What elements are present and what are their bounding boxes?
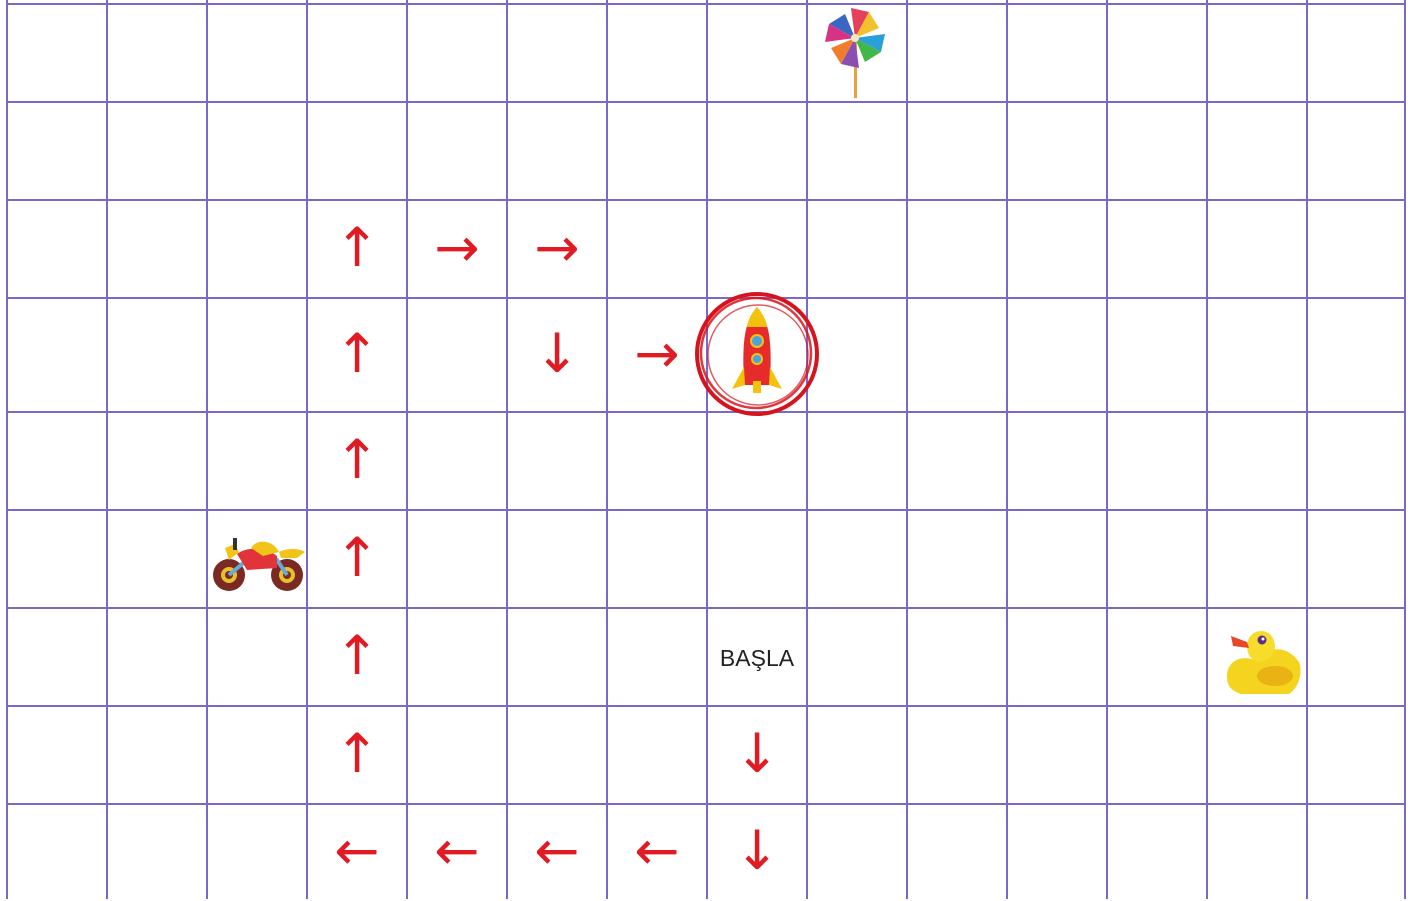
pinwheel-icon [807, 2, 907, 102]
grid-hline [6, 199, 1404, 201]
grid-vline [1306, 0, 1308, 899]
start-label: BAŞLA [707, 608, 807, 708]
arrow-left: ← [307, 801, 407, 901]
grid-vline [906, 0, 908, 899]
arrow-down: ↓ [507, 304, 607, 404]
arrow-up: ↑ [307, 508, 407, 608]
duck-icon [1207, 606, 1307, 706]
grid-vline [606, 0, 608, 899]
grid-vline [506, 0, 508, 899]
arrow-up: ↑ [307, 606, 407, 706]
rocket-icon [692, 289, 822, 419]
grid-vline [1006, 0, 1008, 899]
arrow-down: ↓ [707, 704, 807, 804]
arrow-left: ← [407, 801, 507, 901]
arrow-left: ← [607, 801, 707, 901]
arrow-left: ← [507, 801, 607, 901]
arrow-up: ↑ [307, 704, 407, 804]
arrow-down: ↓ [707, 801, 807, 901]
arrow-right: → [407, 198, 507, 298]
arrow-up: ↑ [307, 304, 407, 404]
arrow-up: ↑ [307, 410, 407, 510]
grid-hline [6, 101, 1404, 103]
arrow-up: ↑ [307, 198, 407, 298]
motorcycle-icon [207, 508, 307, 608]
grid-hline [6, 705, 1404, 707]
grid-vline [6, 0, 8, 899]
grid-vline [1404, 0, 1406, 899]
grid-hline [6, 3, 1404, 5]
arrow-right: → [507, 198, 607, 298]
grid-vline [1106, 0, 1108, 899]
grid-vline [206, 0, 208, 899]
grid-vline [106, 0, 108, 899]
grid-vline [1206, 0, 1208, 899]
